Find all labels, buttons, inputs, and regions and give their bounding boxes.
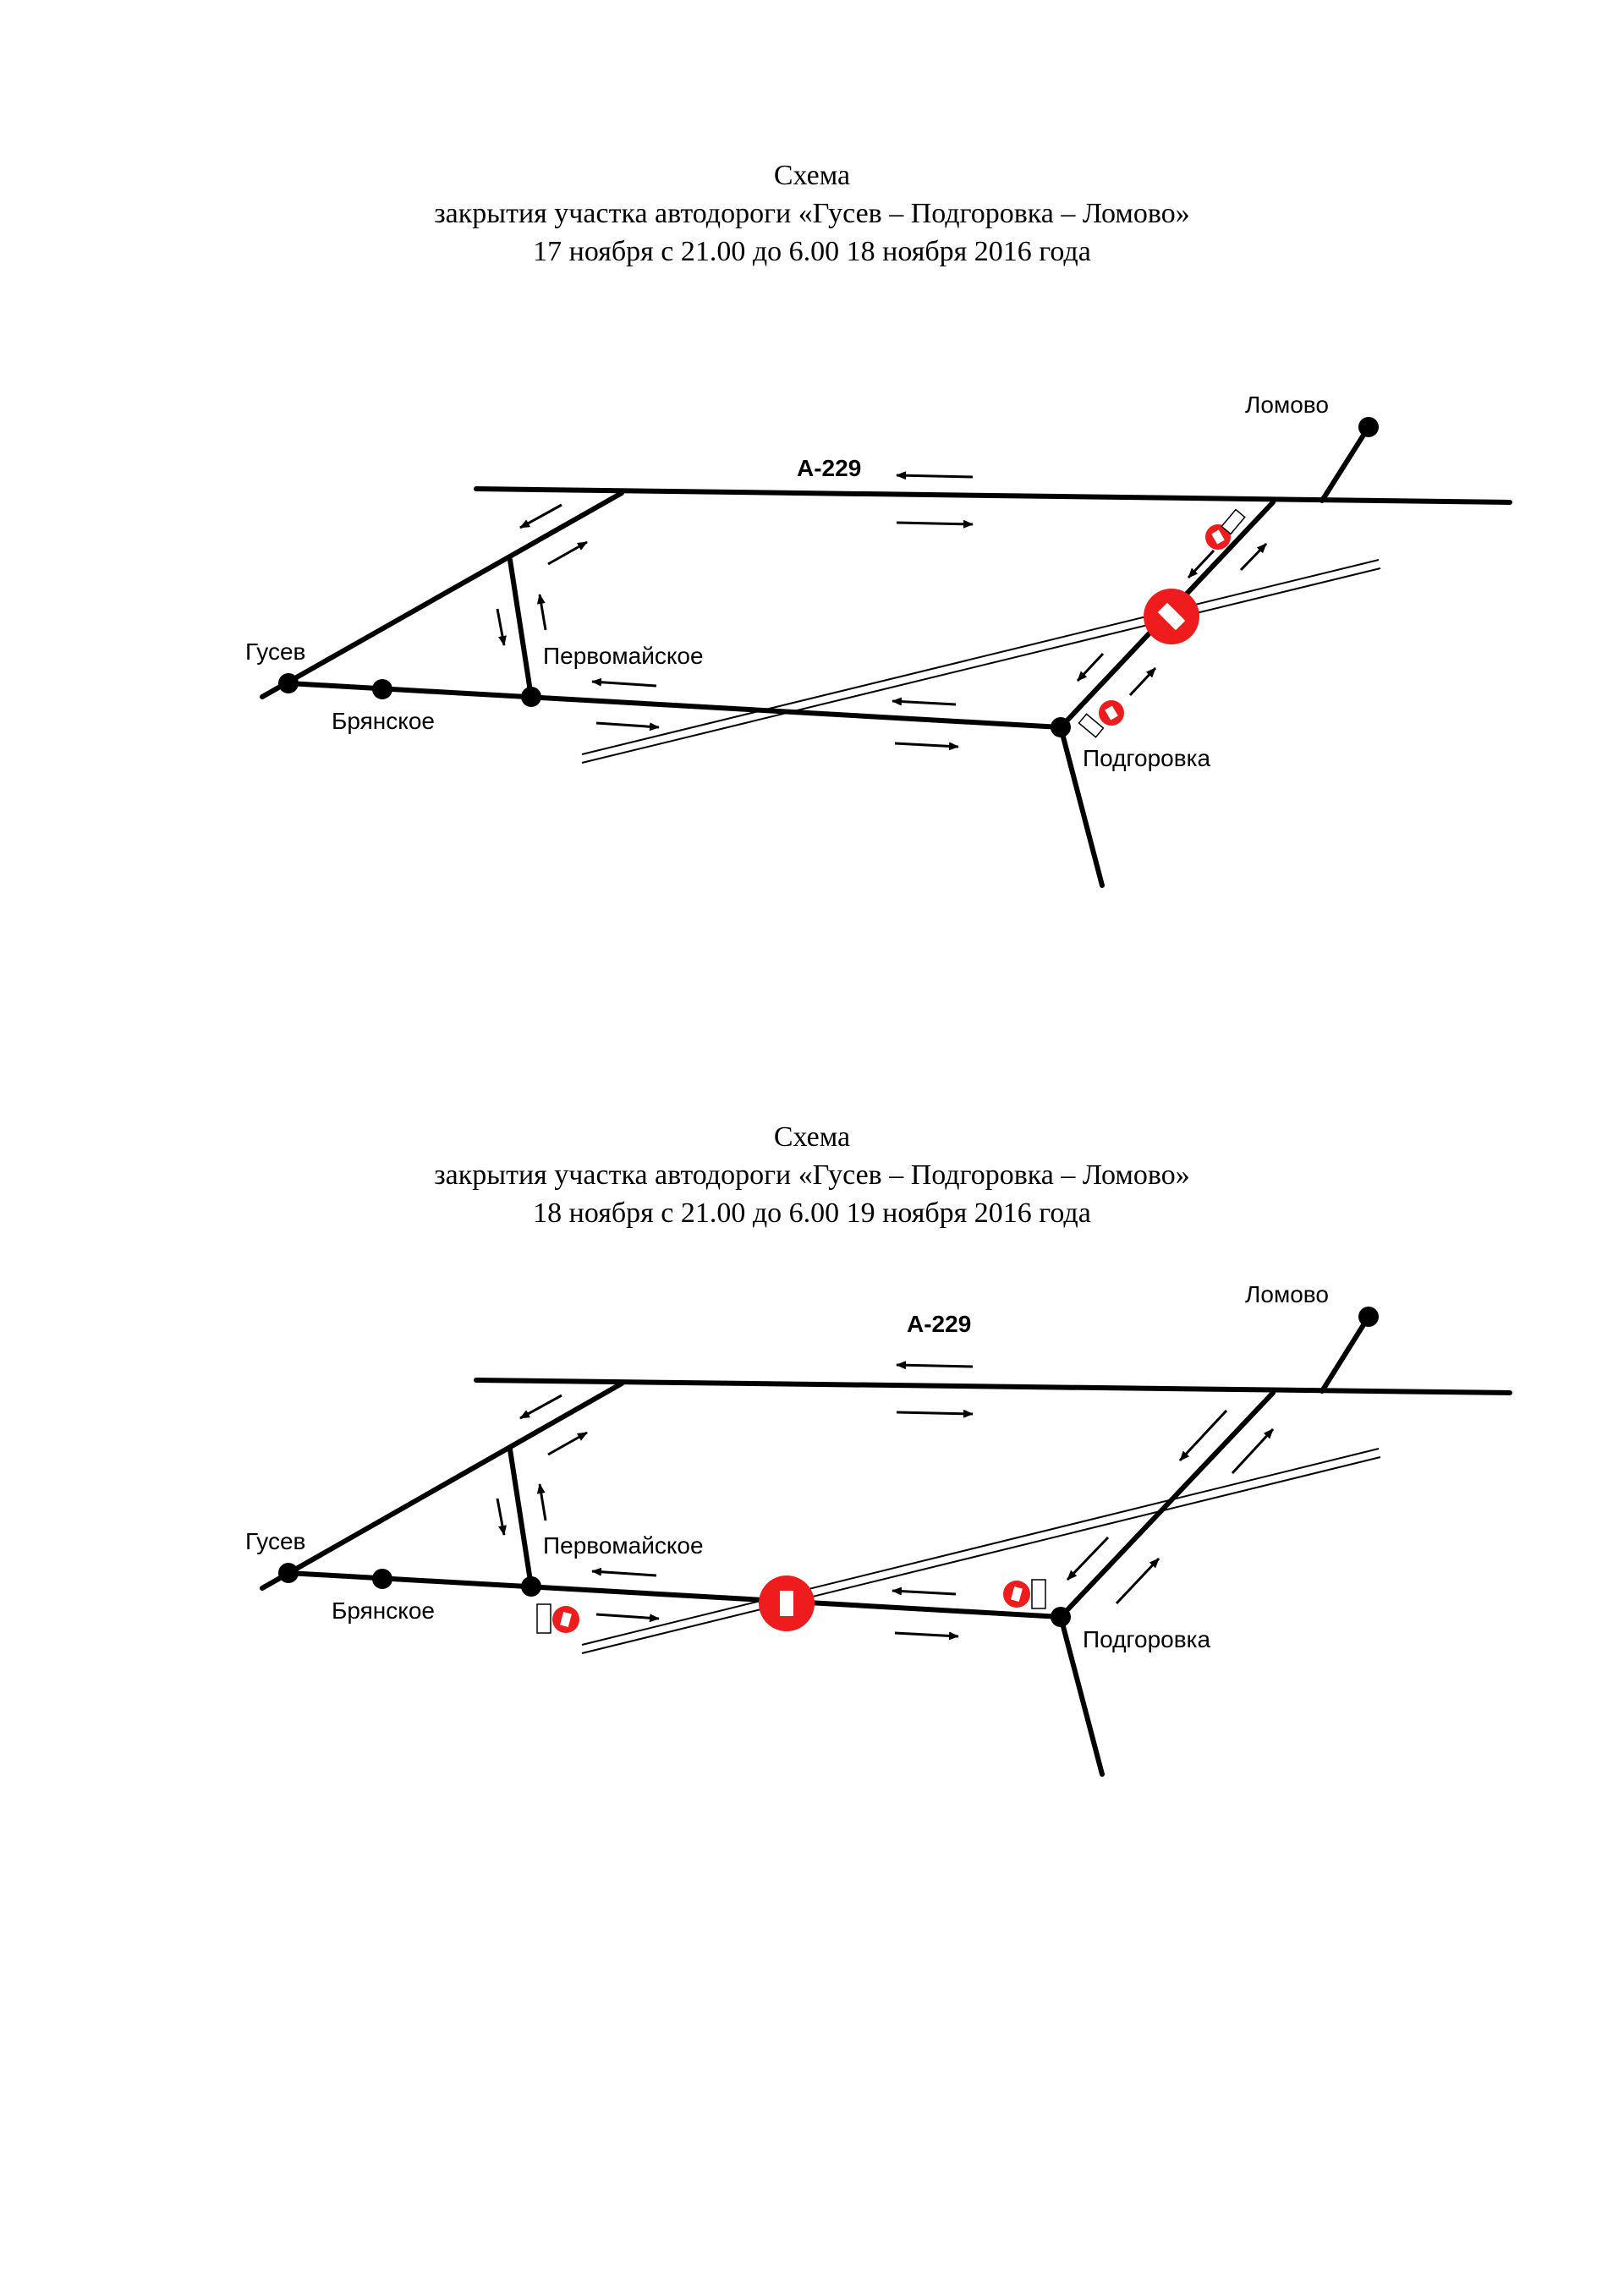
railway-line-b-2	[581, 1456, 1381, 1654]
scheme-1-subtitle: закрытия участка автодороги «Гусев – Под…	[434, 198, 1190, 229]
label-bryanskoe: Брянское	[332, 708, 435, 734]
no-entry-sign-small-west	[536, 1603, 579, 1634]
label-pervomayskoe-2: Первомайское	[543, 1532, 704, 1559]
arrow-diag-right-up-2	[1128, 666, 1157, 697]
road-lomovo-branch-2	[1320, 1314, 1371, 1394]
no-entry-sign-large	[1144, 589, 1199, 644]
label-pervomayskoe: Первомайское	[543, 643, 704, 669]
arrow-connector-up-2	[536, 1483, 547, 1521]
node-podgorovka	[1051, 717, 1071, 737]
arrow-bottom-east-1-2	[595, 1613, 660, 1623]
no-entry-sign-small-east	[1003, 1579, 1046, 1609]
arrow-diag-right-up-1	[1239, 542, 1268, 572]
arrow-a229-east	[896, 519, 974, 529]
no-entry-sign-large-2	[759, 1575, 815, 1631]
node-bryanskoe	[372, 679, 392, 699]
road-podgorovka-south	[1058, 725, 1105, 888]
railway-line-a	[581, 559, 1380, 755]
arrow-bottom-west-2-2	[892, 1586, 957, 1596]
label-podgorovka: Подгоровка	[1083, 745, 1210, 771]
scheme-2-subtitle: закрытия участка автодороги «Гусев – Под…	[434, 1159, 1190, 1191]
road-gusev-a229-2	[260, 1381, 624, 1591]
arrow-diag-right-up-2-2	[1115, 1557, 1160, 1605]
node-gusev	[278, 673, 299, 693]
node-lomovo-2	[1358, 1307, 1379, 1327]
arrow-bottom-west-1-2	[591, 1567, 657, 1577]
arrow-bottom-west-1	[591, 677, 657, 688]
road-pervomayskoe-connector	[508, 557, 534, 699]
arrow-a229-west	[896, 471, 974, 480]
scheme-1-period: 17 ноября с 21.00 до 6.00 18 ноября 2016…	[533, 236, 1091, 267]
arrow-connector-down-2	[496, 1498, 507, 1536]
arrow-bottom-east-1	[595, 721, 660, 732]
no-entry-sign-small-south	[1078, 700, 1124, 738]
road-gusev-podgorovka	[286, 681, 1063, 730]
scheme-2-title-block: Схема закрытия участка автодороги «Гусев…	[0, 1118, 1624, 1232]
scheme-1-diagram: А-229 Ломово Гусев Первомайское Брянское…	[245, 392, 1512, 888]
arrow-a229-west-2	[896, 1361, 974, 1370]
scheme-2-diagram: А-229 Ломово Гусев Первомайское Брянское…	[245, 1281, 1512, 1777]
arrow-diag-down	[519, 503, 562, 529]
node-podgorovka-2	[1051, 1607, 1071, 1627]
detour-plate-west	[536, 1603, 551, 1634]
arrow-connector-up	[536, 594, 547, 631]
node-pervomayskoe-2	[521, 1576, 541, 1597]
node-gusev-2	[278, 1563, 299, 1583]
arrow-diag-right-down-1-2	[1178, 1409, 1228, 1462]
node-bryanskoe-2	[372, 1569, 392, 1589]
no-entry-sign-small-north	[1205, 508, 1246, 550]
road-lomovo-branch	[1320, 425, 1371, 503]
label-a229: А-229	[797, 455, 861, 481]
scheme-1-title: Схема	[773, 160, 851, 191]
road-gusev-podgorovka-2	[286, 1570, 1063, 1619]
label-gusev-2: Гусев	[245, 1528, 305, 1554]
arrow-diag-right-down-1	[1187, 549, 1215, 579]
arrow-diag-up	[547, 540, 588, 566]
node-pervomayskoe	[521, 687, 541, 707]
arrow-diag-right-down-2-2	[1066, 1536, 1110, 1581]
label-lomovo: Ломово	[1245, 392, 1329, 418]
scheme-2-title: Схема	[773, 1121, 851, 1153]
railway-line-a-2	[581, 1448, 1380, 1646]
detour-plate-east	[1031, 1579, 1046, 1609]
detour-plate-north	[1221, 508, 1246, 535]
road-a229	[474, 486, 1512, 505]
arrow-bottom-west-2	[892, 697, 957, 706]
label-a229-2: А-229	[907, 1311, 971, 1337]
node-lomovo	[1358, 417, 1379, 437]
road-pervomayskoe-connector-2	[508, 1447, 534, 1589]
arrow-diag-right-up-1-2	[1231, 1427, 1275, 1475]
arrow-a229-east-2	[896, 1409, 974, 1418]
road-podgorovka-lomovo-2	[1058, 1390, 1276, 1619]
scheme-2-period: 18 ноября с 21.00 до 6.00 19 ноября 2016…	[533, 1197, 1091, 1229]
label-bryanskoe-2: Брянское	[332, 1597, 435, 1624]
label-lomovo-2: Ломово	[1245, 1281, 1329, 1307]
label-podgorovka-2: Подгоровка	[1083, 1626, 1210, 1652]
arrow-bottom-east-2-2	[894, 1631, 959, 1641]
label-gusev: Гусев	[245, 638, 305, 665]
scheme-1-title-block: Схема закрытия участка автодороги «Гусев…	[0, 156, 1624, 271]
railway-line-b	[581, 567, 1381, 764]
road-podgorovka-south-2	[1058, 1614, 1105, 1777]
road-gusev-a229	[260, 490, 624, 699]
arrow-diag-right-down-2	[1076, 652, 1105, 682]
arrow-connector-down	[496, 608, 507, 646]
arrow-bottom-east-2	[894, 742, 959, 751]
arrow-diag-down-2	[519, 1394, 562, 1420]
detour-plate-south	[1078, 713, 1105, 738]
arrow-diag-up-2	[547, 1431, 588, 1456]
road-a229-2	[474, 1378, 1512, 1395]
